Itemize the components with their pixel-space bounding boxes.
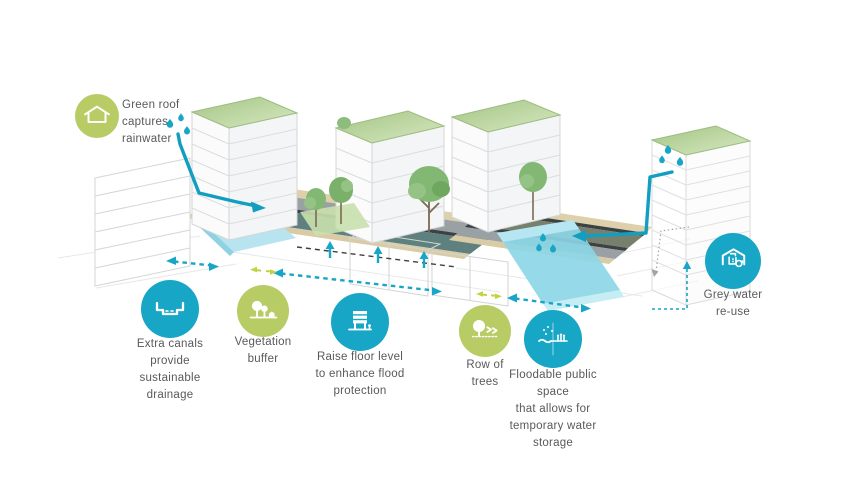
label-line: Floodable public [509,369,597,381]
label-line: sustainable [139,372,201,384]
mid-building-1 [334,110,446,244]
label-line: Vegetation [234,336,292,348]
label-line: protection [333,385,387,397]
label-line: temporary water [509,420,597,432]
label-line: storage [532,437,574,449]
left-apartment-outline [94,157,191,287]
grey-water-recycle-icon [705,233,761,289]
label-line: Grey water [703,289,763,301]
green-roof-label: Green roof captures rainwater [122,97,206,148]
courtyard-trees [304,117,547,233]
buffer-extent-arrow [273,268,442,296]
label-line: re-use [715,306,751,318]
label-line: space [537,386,569,398]
vegetation-trees-icon [237,285,289,337]
label-line: captures [122,116,169,128]
label-line: drainage [146,389,194,401]
green-roof-slab-building [190,96,299,241]
label-line: Extra canals [136,338,204,350]
raise-level-up-arrows [325,241,429,268]
raised-building-icon [331,293,389,351]
label-line: trees [471,376,499,388]
floodable-public-space-water [497,220,624,311]
floodable-extent-arrow [507,293,591,313]
tree-row-arrows-icon [459,305,511,357]
label-line: Green roof [122,99,180,111]
green-roof-house-icon [75,94,119,138]
grass-strip [300,203,370,236]
row-of-trees-label: Row of trees [445,357,525,391]
label-line: rainwater [122,133,172,145]
label-line: provide [150,355,190,367]
label-line: buffer [247,353,279,365]
floodable-space-icon [524,310,582,368]
grey-water-reuse-label: Grey water re-use [681,287,785,321]
tree-row-extent-arrows [250,266,502,300]
rain-downpipe-left [176,132,266,213]
label-line: to enhance flood [315,368,405,380]
mid-building-2 [450,99,562,233]
greywater-riser-arrow [652,261,692,310]
raised-floor-wireframes [349,231,509,307]
label-line: Raise floor level [316,351,404,363]
extra-canals-label: Extra canals provide sustainable drainag… [118,336,222,404]
vegetation-buffer-label: Vegetation buffer [211,334,315,368]
drainage-extent-arrow [166,256,219,271]
label-line: that allows for [515,403,591,415]
floodable-public-space-label: Floodable public space that allows for t… [491,367,615,452]
rain-downpipe-right [572,170,674,242]
label-line: Row of [466,359,504,371]
greywater-dotted-path [651,226,690,277]
canal-cross-section-icon [141,280,199,338]
raise-floor-level-label: Raise floor level to enhance flood prote… [290,349,430,400]
